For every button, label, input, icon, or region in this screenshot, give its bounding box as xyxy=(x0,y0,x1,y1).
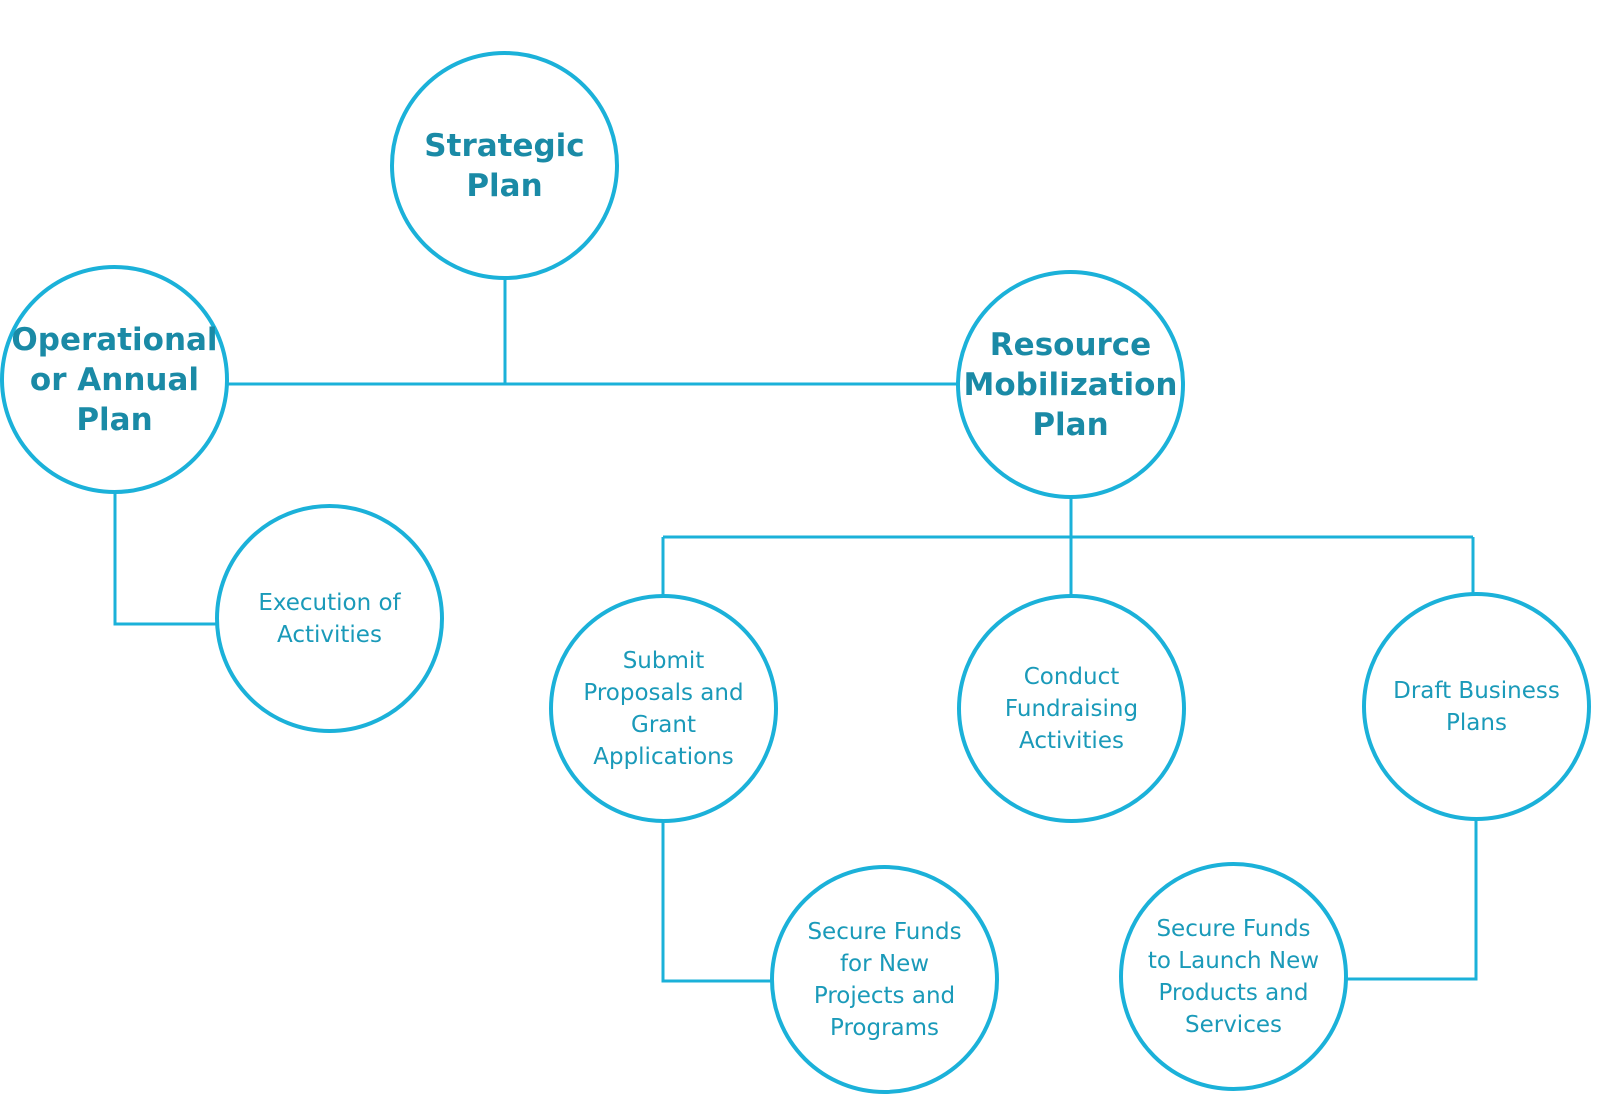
node-label: Draft Business Plans xyxy=(1393,677,1560,736)
node-resource-mobilization-plan: Resource Mobilization Plan xyxy=(956,270,1185,499)
node-label: Resource Mobilization Plan xyxy=(963,326,1178,443)
node-execution-of-activities: Execution of Activities xyxy=(215,504,444,733)
node-label: Operational or Annual Plan xyxy=(11,321,218,438)
node-strategic-plan: Strategic Plan xyxy=(390,51,619,280)
node-secure-funds-projects: Secure Funds for New Projects and Progra… xyxy=(770,865,999,1094)
node-operational-plan: Operational or Annual Plan xyxy=(0,265,229,494)
node-label: Submit Proposals and Grant Applications xyxy=(583,647,744,770)
node-label: Secure Funds to Launch New Products and … xyxy=(1147,915,1320,1038)
node-label: Conduct Fundraising Activities xyxy=(1004,663,1139,754)
node-secure-funds-products: Secure Funds to Launch New Products and … xyxy=(1119,862,1348,1091)
node-label: Secure Funds for New Projects and Progra… xyxy=(807,918,962,1041)
node-label: Execution of Activities xyxy=(258,589,401,648)
node-submit-proposals: Submit Proposals and Grant Applications xyxy=(549,594,778,823)
connector-draft-to-secure-products xyxy=(1347,818,1478,981)
node-draft-business-plans: Draft Business Plans xyxy=(1362,592,1591,821)
node-label: Strategic Plan xyxy=(424,127,585,204)
connector-submit-to-secure-projects xyxy=(661,818,772,983)
node-conduct-fundraising: Conduct Fundraising Activities xyxy=(957,594,1186,823)
connector-operational-to-execution xyxy=(113,490,218,626)
